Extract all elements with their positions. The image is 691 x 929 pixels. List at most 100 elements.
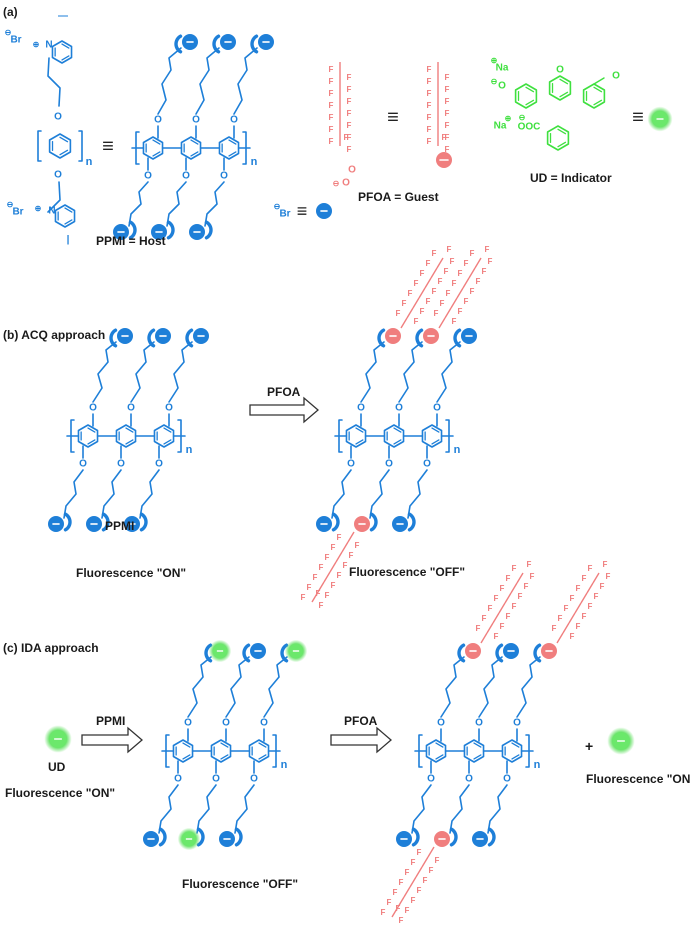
oxygen-label: O bbox=[348, 165, 356, 176]
fluorine-label: F bbox=[576, 584, 581, 593]
panel-b-label: (b) ACQ approach bbox=[3, 328, 106, 342]
repeat-unit-n: n bbox=[186, 444, 193, 456]
bond bbox=[51, 40, 73, 64]
cf-bond bbox=[430, 267, 438, 279]
fluorine-label: F bbox=[319, 563, 324, 572]
bond bbox=[142, 136, 164, 160]
bond bbox=[525, 734, 530, 768]
bond bbox=[258, 754, 267, 760]
oxygen-label: O bbox=[427, 774, 435, 785]
oxygen-label: O bbox=[475, 718, 483, 729]
fluorine-label: F bbox=[429, 866, 434, 875]
cf-bond bbox=[592, 572, 600, 584]
cation-clamp bbox=[204, 643, 213, 663]
bond bbox=[130, 341, 155, 403]
fluorine-label: F bbox=[420, 307, 425, 316]
oxygen-label: O bbox=[498, 81, 506, 92]
bond bbox=[393, 427, 402, 433]
cf-bond bbox=[450, 297, 458, 309]
anion-bead-host bbox=[258, 34, 274, 50]
fluorine-label: F bbox=[347, 145, 352, 154]
oxygen-label: O bbox=[357, 403, 365, 414]
cf-bond bbox=[516, 572, 524, 584]
oxygen-label: O bbox=[513, 718, 521, 729]
fluorine-label: F bbox=[464, 297, 469, 306]
cation-clamp bbox=[487, 827, 496, 847]
fluorine-label: F bbox=[337, 571, 342, 580]
fluorine-label: F bbox=[411, 858, 416, 867]
oxygen-label: O bbox=[395, 403, 403, 414]
bond bbox=[242, 131, 247, 165]
bond bbox=[393, 439, 402, 445]
fluorine-label: F bbox=[396, 904, 401, 913]
cf-bond bbox=[504, 592, 512, 604]
cf-bond bbox=[403, 886, 411, 898]
oxygen-label: O bbox=[54, 112, 62, 123]
bond bbox=[258, 742, 267, 748]
fluorine-label: F bbox=[301, 593, 306, 602]
bond bbox=[463, 739, 485, 763]
bond bbox=[172, 739, 194, 763]
cation-clamp bbox=[407, 512, 416, 532]
cation-clamp bbox=[415, 328, 424, 348]
anion-bead bbox=[155, 328, 171, 344]
bond bbox=[501, 739, 523, 763]
fluorine-label: F bbox=[438, 277, 443, 286]
fluorine-label: F bbox=[445, 121, 450, 130]
cation-clamp bbox=[250, 34, 259, 54]
oxygen-label: O bbox=[230, 115, 238, 126]
fluorine-label: F bbox=[331, 581, 336, 590]
anion-bead bbox=[86, 516, 102, 532]
fluorine-label: F bbox=[344, 133, 349, 142]
indicator-bead-legend bbox=[647, 106, 673, 132]
cf-bond bbox=[436, 257, 444, 269]
oxygen-label: O bbox=[79, 459, 87, 470]
methyl-label: — bbox=[58, 11, 68, 22]
fluorine-label: F bbox=[445, 145, 450, 154]
bond bbox=[440, 656, 465, 718]
cf-bond bbox=[412, 297, 420, 309]
fluorine-label: F bbox=[470, 249, 475, 258]
cf-bond bbox=[347, 531, 355, 543]
equivalence-symbol: ≡ bbox=[632, 106, 644, 128]
bond bbox=[168, 341, 193, 403]
oxygen-label: O bbox=[465, 774, 473, 785]
fluorine-label: F bbox=[552, 624, 557, 633]
fluorine-label: F bbox=[347, 73, 352, 82]
repeat-unit-n: n bbox=[251, 156, 258, 168]
cf-bond bbox=[498, 602, 506, 614]
bromide-label: Br bbox=[279, 209, 290, 220]
fluorine-label: F bbox=[447, 245, 452, 254]
cf-bond bbox=[311, 591, 319, 603]
bond bbox=[92, 341, 117, 403]
pfoa-bound-head bbox=[354, 516, 370, 532]
oxygen-label: O bbox=[192, 115, 200, 126]
bond bbox=[582, 83, 606, 109]
fluorine-label: F bbox=[494, 594, 499, 603]
bond bbox=[435, 742, 444, 748]
bond bbox=[210, 739, 232, 763]
cf-bond bbox=[406, 307, 414, 319]
cf-bond bbox=[568, 612, 576, 624]
fluorine-label: F bbox=[582, 574, 587, 583]
cf-bond bbox=[438, 317, 446, 329]
anion-bead bbox=[48, 516, 64, 532]
bond bbox=[182, 754, 191, 760]
fluorine-label: F bbox=[452, 279, 457, 288]
fluorine-label: F bbox=[527, 560, 532, 569]
fluorine-label: F bbox=[417, 848, 422, 857]
bond bbox=[157, 47, 182, 115]
bond bbox=[331, 469, 352, 519]
fluorine-label: F bbox=[434, 309, 439, 318]
bond bbox=[593, 77, 605, 85]
fluorine-label: F bbox=[313, 573, 318, 582]
cf-bond bbox=[421, 856, 429, 868]
bond bbox=[190, 151, 199, 157]
cation-clamp bbox=[166, 220, 175, 240]
bromide-label: Br bbox=[10, 35, 21, 46]
bond bbox=[61, 43, 70, 49]
bond bbox=[487, 784, 508, 834]
bond bbox=[436, 341, 461, 403]
